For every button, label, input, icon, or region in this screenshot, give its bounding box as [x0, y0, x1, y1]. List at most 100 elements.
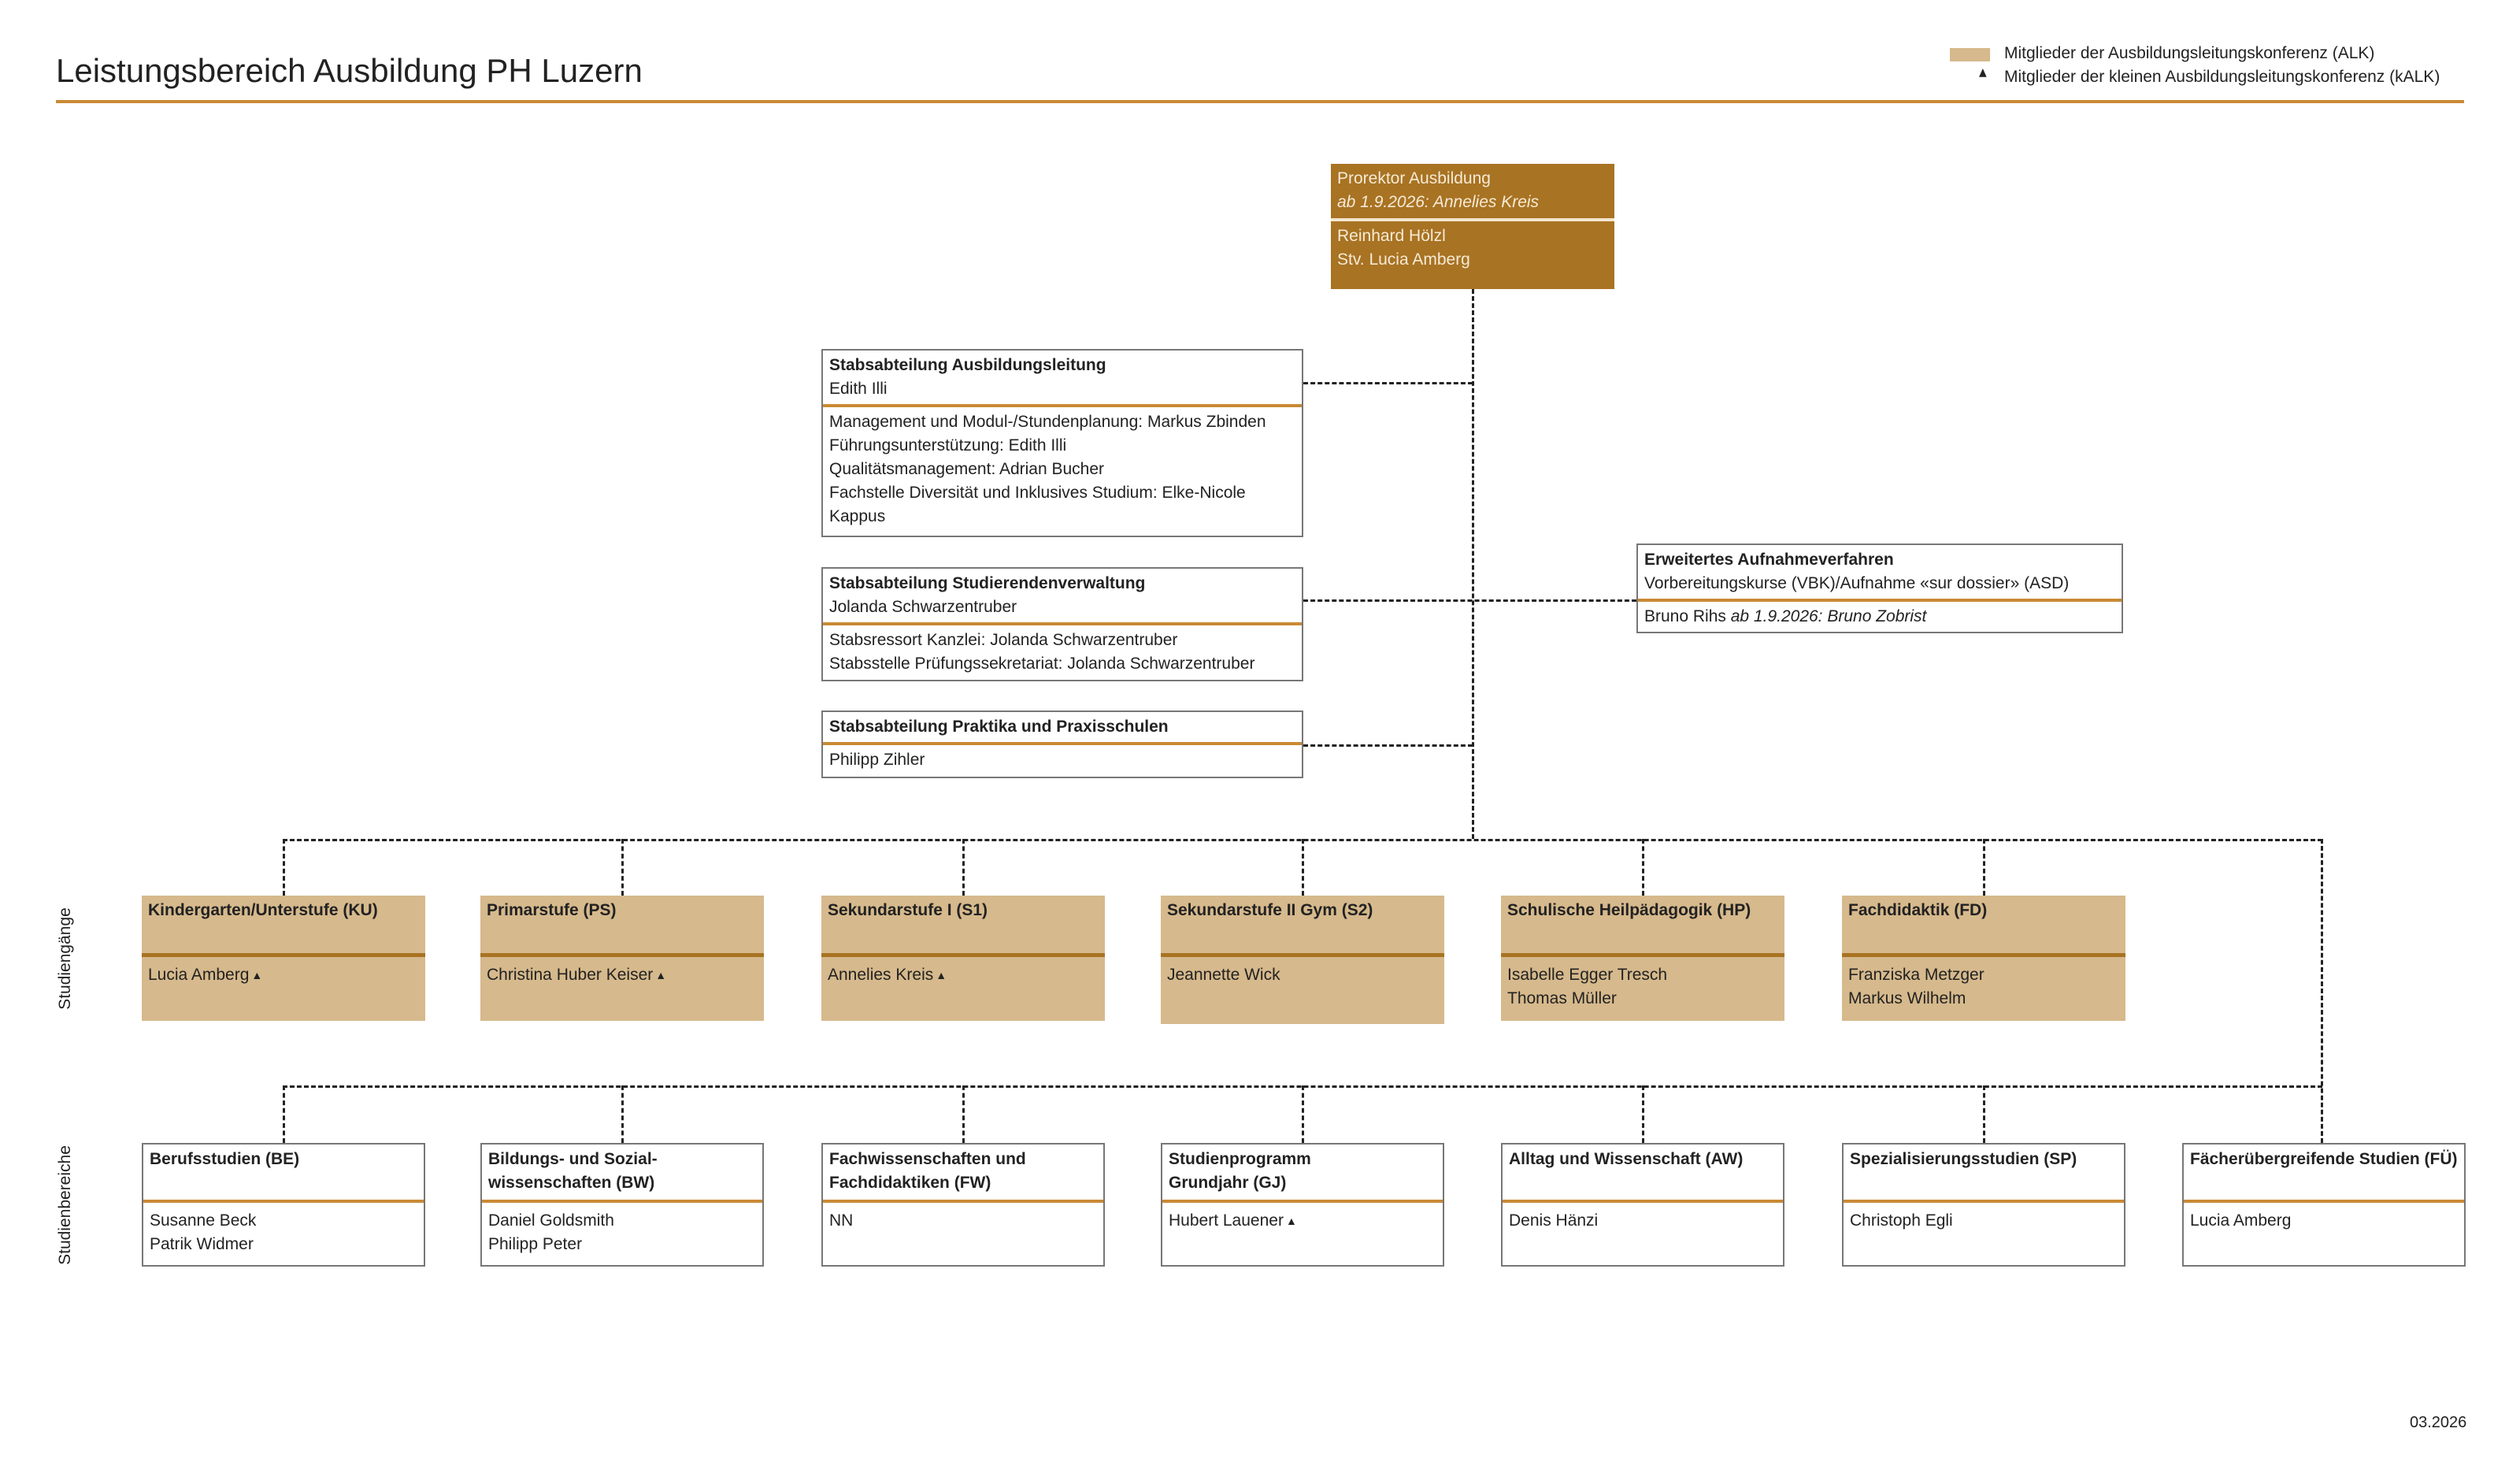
connector-right-drop	[2321, 839, 2323, 1143]
box-header: Kindergarten/Unterstufe (KU)	[142, 896, 425, 957]
connector-drop	[962, 1085, 965, 1143]
triangle-icon: ▲	[655, 969, 667, 981]
box-person: Daniel Goldsmith	[488, 1209, 756, 1233]
box-line: Qualitätsmanagement: Adrian Bucher	[829, 460, 1105, 478]
box-title: Schulische Heilpädagogik (HP)	[1507, 901, 1751, 919]
connector-drop	[1983, 839, 1985, 896]
box-body: Annelies Kreis▲	[821, 957, 1105, 990]
connector-drop	[1642, 839, 1644, 896]
box-person: Bruno Rihs	[1644, 607, 1726, 625]
box-title: Sekundarstufe I (S1)	[828, 901, 988, 919]
connector-drop	[283, 1085, 285, 1143]
prorektor-future: ab 1.9.2026: Annelies Kreis	[1337, 193, 1540, 211]
side-label-studiengaenge: Studiengänge	[56, 907, 74, 1010]
box-person: Lucia Amberg	[2190, 1209, 2458, 1233]
person-name: Patrik Widmer	[150, 1235, 254, 1253]
box-header: Berufsstudien (BE)	[143, 1145, 424, 1203]
connector-drop	[962, 839, 965, 896]
prorektor-name: Reinhard Hölzl	[1337, 227, 1446, 245]
connector-stab-2	[1303, 599, 1636, 602]
studiengang-box: Sekundarstufe II Gym (S2)Jeannette Wick	[1161, 896, 1444, 1024]
box-body: Christina Huber Keiser▲	[480, 957, 764, 990]
connector-drop	[283, 839, 285, 896]
box-person: Markus Wilhelm	[1848, 987, 2119, 1011]
box-line: Stabsstelle Prüfungssekretariat: Jolanda…	[829, 655, 1255, 673]
connector-drop	[621, 839, 624, 896]
box-title: Spezialisierungsstudien (SP)	[1850, 1150, 2077, 1168]
box-person: Philipp Peter	[488, 1233, 756, 1256]
box-line: Management und Modul-/Stundenplanung: Ma…	[829, 413, 1266, 431]
person-name: Lucia Amberg	[2190, 1211, 2292, 1230]
studiengang-box: Primarstufe (PS) Christina Huber Keiser▲	[480, 896, 764, 1021]
studiengang-box: Sekundarstufe I (S1) Annelies Kreis▲	[821, 896, 1105, 1021]
studienbereich-box: Bildungs- und Sozial-wissenschaften (BW)…	[480, 1143, 764, 1267]
box-title: Erweitertes Aufnahmeverfahren	[1644, 551, 1894, 569]
connector-trunk	[1472, 289, 1474, 839]
box-header: Primarstufe (PS)	[480, 896, 764, 957]
box-person: NN	[829, 1209, 1097, 1233]
title-underline	[56, 100, 2464, 103]
box-title: Bildungs- und Sozial-	[488, 1150, 658, 1168]
box-line: Philipp Zihler	[829, 751, 925, 769]
box-header: Schulische Heilpädagogik (HP)	[1501, 896, 1784, 957]
box-person: Annelies Kreis▲	[828, 963, 1099, 987]
box-header: Fachdidaktik (FD)	[1842, 896, 2125, 957]
person-name: Christina Huber Keiser	[487, 966, 654, 984]
box-body: NN	[823, 1203, 1103, 1236]
connector-drop	[1302, 839, 1304, 896]
person-name: Jeannette Wick	[1167, 966, 1280, 984]
legend-alk-label: Mitglieder der Ausbildungsleitungskonfer…	[2004, 44, 2375, 62]
box-title: Fachdidaktiken (FW)	[829, 1174, 991, 1192]
box-title: wissenschaften (BW)	[488, 1174, 655, 1192]
box-body: Lucia Amberg▲	[142, 957, 425, 990]
box-line: Fachstelle Diversität und Inklusives Stu…	[829, 484, 1246, 502]
box-person: Christina Huber Keiser▲	[487, 963, 758, 987]
person-name: Hubert Lauener	[1169, 1211, 1284, 1230]
box-header: Fächerübergreifende Studien (FÜ)	[2184, 1145, 2464, 1203]
person-name: NN	[829, 1211, 854, 1230]
date-label: 03.2026	[2410, 1414, 2467, 1431]
box-header: Sekundarstufe I (S1)	[821, 896, 1105, 957]
box-person: Christoph Egli	[1850, 1209, 2118, 1233]
box-person: Isabelle Egger Tresch	[1507, 963, 1778, 987]
person-name: Isabelle Egger Tresch	[1507, 966, 1668, 984]
box-subtitle: Vorbereitungskurse (VBK)/Aufnahme «sur d…	[1644, 574, 2070, 592]
person-name: Thomas Müller	[1507, 989, 1617, 1007]
box-title: Primarstufe (PS)	[487, 901, 617, 919]
box-title: Stabsabteilung Ausbildungsleitung	[829, 356, 1106, 374]
box-title: Fachwissenschaften und	[829, 1150, 1026, 1168]
box-title: Fachdidaktik (FD)	[1848, 901, 1988, 919]
connector-stab-1	[1303, 382, 1473, 384]
person-name: Daniel Goldsmith	[488, 1211, 614, 1230]
person-name: Lucia Amberg	[148, 966, 250, 984]
box-person: Thomas Müller	[1507, 987, 1778, 1011]
connector-drop	[1302, 1085, 1304, 1143]
prorektor-title: Prorektor Ausbildung	[1337, 169, 1491, 187]
person-name: Annelies Kreis	[828, 966, 934, 984]
studienbereich-box: Spezialisierungsstudien (SP) Christoph Eg…	[1842, 1143, 2125, 1267]
box-body: Lucia Amberg	[2184, 1203, 2464, 1236]
page-title: Leistungsbereich Ausbildung PH Luzern	[56, 52, 643, 89]
connector-drop	[621, 1085, 624, 1143]
box-title: Alltag und Wissenschaft (AW)	[1509, 1150, 1744, 1168]
box-person: Denis Hänzi	[1509, 1209, 1777, 1233]
triangle-icon: ▲	[936, 969, 947, 981]
person-name: Susanne Beck	[150, 1211, 257, 1230]
box-head: Jolanda Schwarzentruber	[829, 598, 1017, 616]
box-body: Hubert Lauener▲	[1162, 1203, 1443, 1236]
connector-stab-3	[1303, 744, 1473, 747]
box-head: Edith Illi	[829, 380, 888, 398]
box-person: Hubert Lauener▲	[1169, 1209, 1436, 1233]
box-body: Denis Hänzi	[1503, 1203, 1783, 1236]
box-line: Führungsunterstützung: Edith Illi	[829, 436, 1067, 454]
person-name: Philipp Peter	[488, 1235, 583, 1253]
